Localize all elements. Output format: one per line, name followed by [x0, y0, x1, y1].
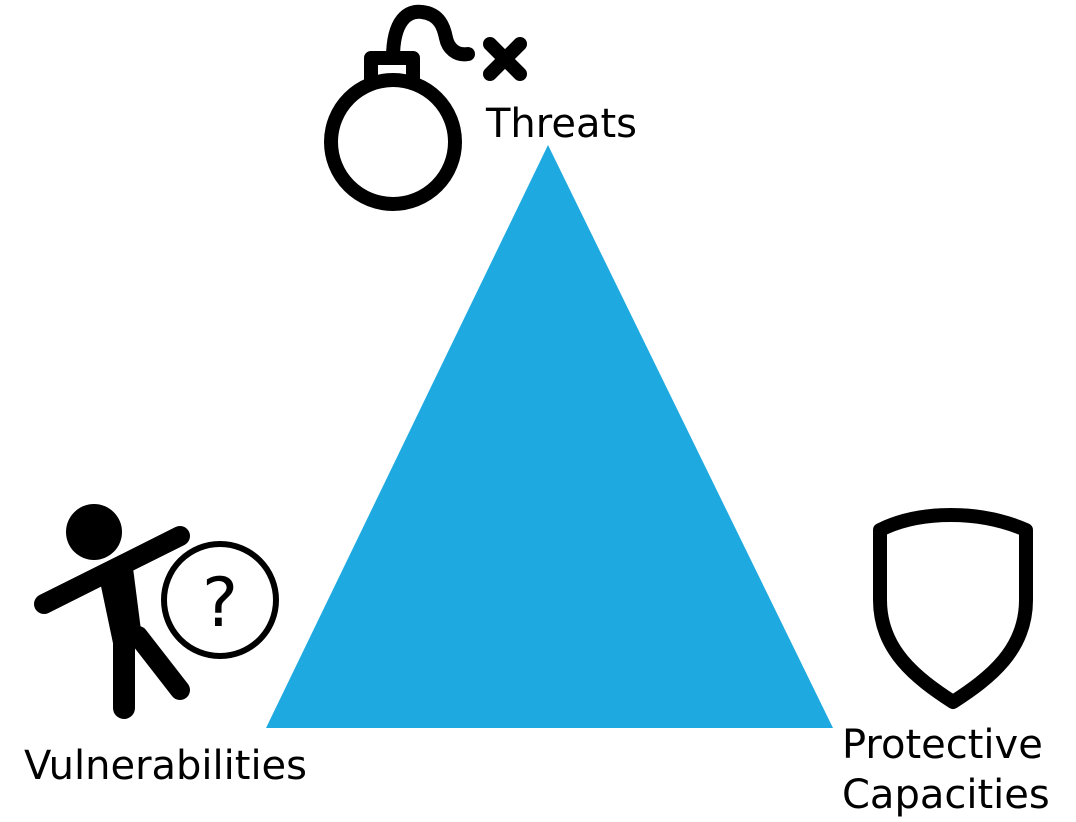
protective-capacities-label: Protective Capacities [842, 720, 1050, 820]
person-pushing-question-icon: ? [34, 504, 279, 719]
protective-label-line-2: Capacities [842, 772, 1050, 818]
shield-icon [873, 508, 1033, 709]
svg-text:?: ? [202, 564, 238, 643]
protective-label-line-1: Protective [842, 722, 1043, 768]
bomb-icon [324, 4, 527, 211]
vulnerabilities-label: Vulnerabilities [24, 743, 308, 789]
triangle [266, 145, 833, 728]
threats-label: Threats [486, 101, 637, 147]
